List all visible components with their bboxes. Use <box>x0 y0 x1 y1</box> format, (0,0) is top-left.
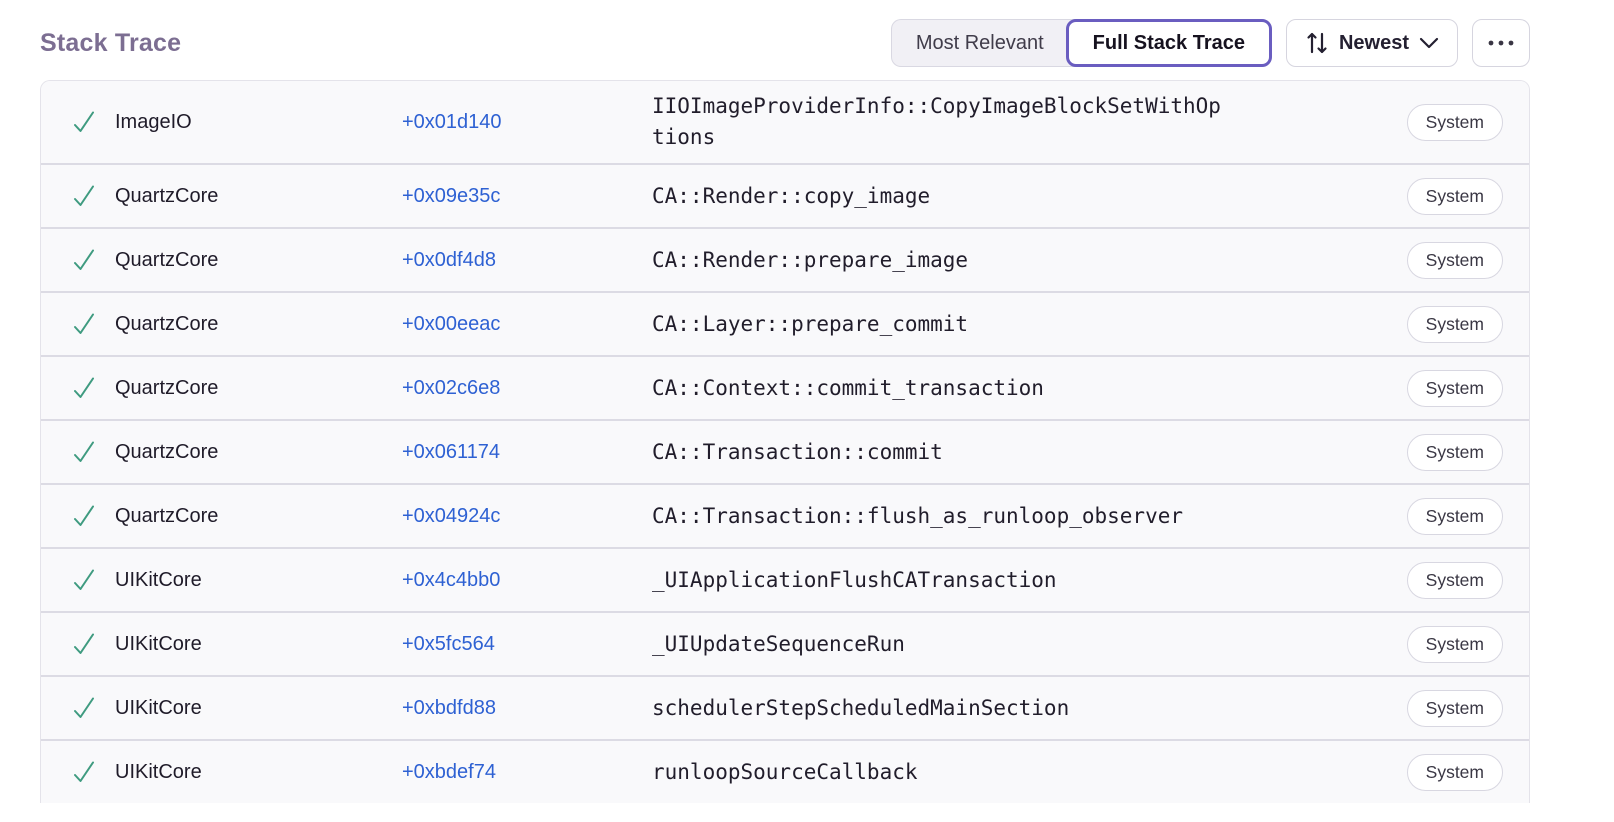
frame-function: CA::Transaction::commit <box>652 439 943 464</box>
frame-system-badge: System <box>1406 177 1503 215</box>
frame-function: _UIUpdateSequenceRun <box>652 631 905 656</box>
frame-function: CA::Layer::prepare_commit <box>652 311 969 336</box>
page-title: Stack Trace <box>40 28 182 57</box>
frame-address-link[interactable]: +0xbdfd88 <box>402 696 496 719</box>
frame-system-badge: System <box>1406 497 1503 535</box>
frame-module: QuartzCore <box>115 312 219 335</box>
in-app-check-icon <box>71 109 97 135</box>
ellipsis-icon <box>1487 39 1515 47</box>
frame-system-badge: System <box>1406 369 1503 407</box>
stack-frame-row[interactable]: QuartzCore +0x061174 CA::Transaction::co… <box>41 419 1529 483</box>
frame-address-link[interactable]: +0x02c6e8 <box>402 376 501 399</box>
frame-address-link[interactable]: +0x01d140 <box>402 110 502 133</box>
stack-frame-row[interactable]: UIKitCore +0xbdfd88 schedulerStepSchedul… <box>41 675 1529 739</box>
frame-module: ImageIO <box>115 110 192 133</box>
frame-module: UIKitCore <box>115 568 202 591</box>
in-app-check-icon <box>71 183 97 209</box>
stack-frame-row[interactable]: UIKitCore +0x4c4bb0 _UIApplicationFlushC… <box>41 547 1529 611</box>
in-app-check-icon <box>71 695 97 721</box>
frame-module: UIKitCore <box>115 760 202 783</box>
in-app-check-icon <box>71 439 97 465</box>
frame-address-link[interactable]: +0x5fc564 <box>402 632 495 655</box>
frame-address-link[interactable]: +0x061174 <box>402 440 501 463</box>
in-app-check-icon <box>71 311 97 337</box>
frame-module: QuartzCore <box>115 184 219 207</box>
frame-address-link[interactable]: +0x09e35c <box>402 184 501 207</box>
frame-function: _UIApplicationFlushCATransaction <box>652 567 1057 592</box>
stack-frame-row[interactable]: UIKitCore +0xbdef74 runloopSourceCallbac… <box>41 739 1529 803</box>
frame-function: CA::Transaction::flush_as_runloop_observ… <box>652 503 1184 528</box>
in-app-check-icon <box>71 503 97 529</box>
frame-function: IIOImageProviderInfo::CopyImageBlockSetW… <box>652 94 1221 149</box>
in-app-check-icon <box>71 759 97 785</box>
frame-module: QuartzCore <box>115 504 219 527</box>
frame-address-link[interactable]: +0x04924c <box>402 504 501 527</box>
frame-module: UIKitCore <box>115 632 202 655</box>
frame-system-badge: System <box>1406 103 1503 141</box>
frame-function: CA::Render::copy_image <box>652 183 931 208</box>
frame-module: UIKitCore <box>115 696 202 719</box>
more-options-button[interactable] <box>1472 19 1530 67</box>
frame-system-badge: System <box>1406 241 1503 279</box>
frame-system-badge: System <box>1406 305 1503 343</box>
frame-address-link[interactable]: +0x4c4bb0 <box>402 568 501 591</box>
sort-label: Newest <box>1338 31 1409 54</box>
frame-module: QuartzCore <box>115 440 219 463</box>
view-toggle: Most Relevant Full Stack Trace <box>890 19 1272 67</box>
in-app-check-icon <box>71 567 97 593</box>
sort-button[interactable]: Newest <box>1285 19 1458 67</box>
in-app-check-icon <box>71 631 97 657</box>
frame-system-badge: System <box>1406 561 1503 599</box>
header-controls: Most Relevant Full Stack Trace Newest <box>890 19 1530 67</box>
frame-module: QuartzCore <box>115 376 219 399</box>
stack-frame-row[interactable]: UIKitCore +0x5fc564 _UIUpdateSequenceRun… <box>41 611 1529 675</box>
stack-frame-row[interactable]: ImageIO +0x01d140 IIOImageProviderInfo::… <box>41 81 1529 163</box>
frame-system-badge: System <box>1406 433 1503 471</box>
stack-trace-table: ImageIO +0x01d140 IIOImageProviderInfo::… <box>40 80 1530 803</box>
frame-system-badge: System <box>1406 753 1503 791</box>
frame-address-link[interactable]: +0x00eeac <box>402 312 501 335</box>
sort-arrows-icon <box>1305 30 1329 56</box>
tab-full-stack-trace[interactable]: Full Stack Trace <box>1065 19 1272 67</box>
frame-function: CA::Context::commit_transaction <box>652 375 1044 400</box>
frame-module: QuartzCore <box>115 248 219 271</box>
stack-frame-row[interactable]: QuartzCore +0x04924c CA::Transaction::fl… <box>41 483 1529 547</box>
frame-function: runloopSourceCallback <box>652 759 918 784</box>
frame-system-badge: System <box>1406 689 1503 727</box>
stack-frame-row[interactable]: QuartzCore +0x0df4d8 CA::Render::prepare… <box>41 227 1529 291</box>
chevron-down-icon <box>1419 37 1439 49</box>
frame-function: schedulerStepScheduledMainSection <box>652 695 1070 720</box>
frame-address-link[interactable]: +0x0df4d8 <box>402 248 496 271</box>
stack-trace-header: Stack Trace Most Relevant Full Stack Tra… <box>0 0 1614 80</box>
stack-frame-row[interactable]: QuartzCore +0x00eeac CA::Layer::prepare_… <box>41 291 1529 355</box>
stack-frame-row[interactable]: QuartzCore +0x02c6e8 CA::Context::commit… <box>41 355 1529 419</box>
stack-frame-row[interactable]: QuartzCore +0x09e35c CA::Render::copy_im… <box>41 163 1529 227</box>
in-app-check-icon <box>71 247 97 273</box>
tab-most-relevant[interactable]: Most Relevant <box>890 19 1078 67</box>
frame-system-badge: System <box>1406 625 1503 663</box>
in-app-check-icon <box>71 375 97 401</box>
frame-function: CA::Render::prepare_image <box>652 247 969 272</box>
frame-address-link[interactable]: +0xbdef74 <box>402 760 496 783</box>
